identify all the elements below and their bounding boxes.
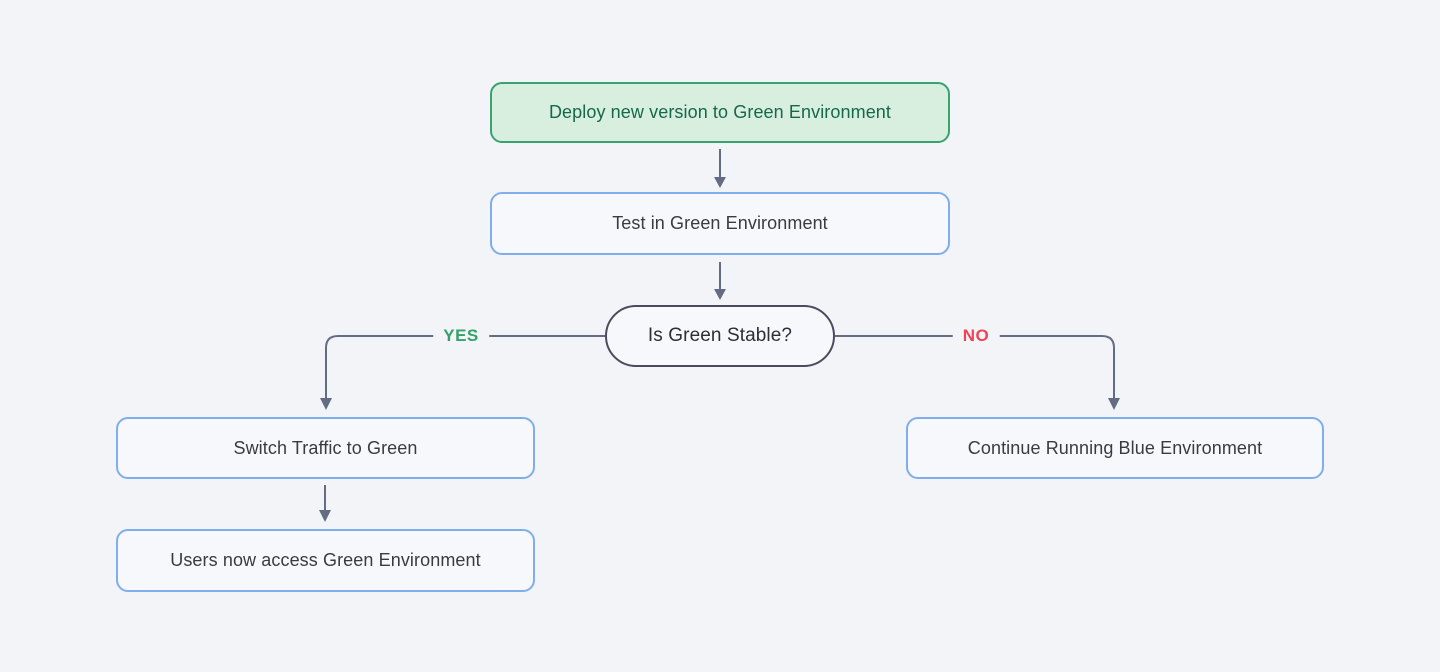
node-users-access-green-label: Users now access Green Environment bbox=[170, 550, 481, 570]
node-decision-label: Is Green Stable? bbox=[647, 325, 793, 346]
connector-switch-users bbox=[319, 485, 331, 522]
node-test-green-label: Test in Green Environment bbox=[612, 213, 828, 233]
node-users-access-green: Users now access Green Environment bbox=[116, 529, 535, 592]
edge-label-no: NO bbox=[952, 324, 1000, 348]
edge-label-yes: YES bbox=[433, 324, 489, 348]
node-switch-traffic: Switch Traffic to Green bbox=[116, 417, 535, 479]
connector-deploy-test bbox=[714, 149, 726, 188]
node-deploy-green: Deploy new version to Green Environment bbox=[490, 82, 950, 143]
node-continue-blue: Continue Running Blue Environment bbox=[906, 417, 1324, 479]
connector-test-decision bbox=[714, 262, 726, 300]
node-deploy-green-label: Deploy new version to Green Environment bbox=[548, 102, 892, 122]
node-switch-traffic-label: Switch Traffic to Green bbox=[233, 437, 418, 458]
node-decision-is-green-stable: Is Green Stable? bbox=[605, 305, 835, 367]
node-test-green: Test in Green Environment bbox=[490, 192, 950, 255]
node-continue-blue-label: Continue Running Blue Environment bbox=[967, 437, 1263, 458]
